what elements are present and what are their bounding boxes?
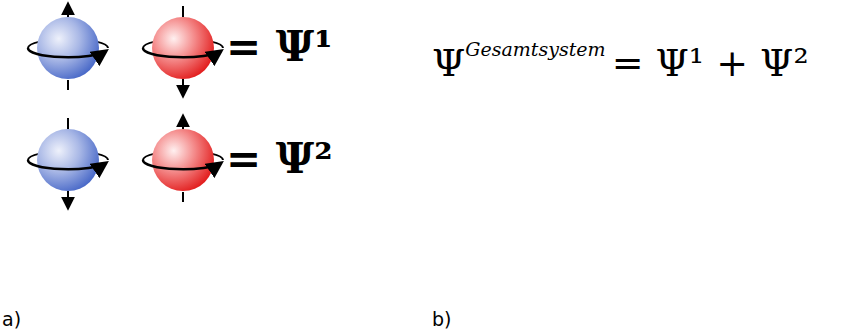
spin-up-particle [143,116,223,202]
formula-sum: = Ψ¹ + Ψ² [612,44,809,82]
spin-down-particle [28,118,108,208]
formula-superscript: Gesamtsystem [465,40,605,59]
formula: ΨGesamtsystem= Ψ¹ + Ψ² [432,44,809,82]
spin-down-particle [143,6,223,96]
formula-symbol: Ψ [432,44,465,82]
spin-up-particle [28,4,108,90]
state-equation: = Ψ² [226,138,333,180]
state-equation: = Ψ¹ [226,26,333,68]
panel-label: a) [2,310,21,329]
panel-label: b) [432,310,451,329]
